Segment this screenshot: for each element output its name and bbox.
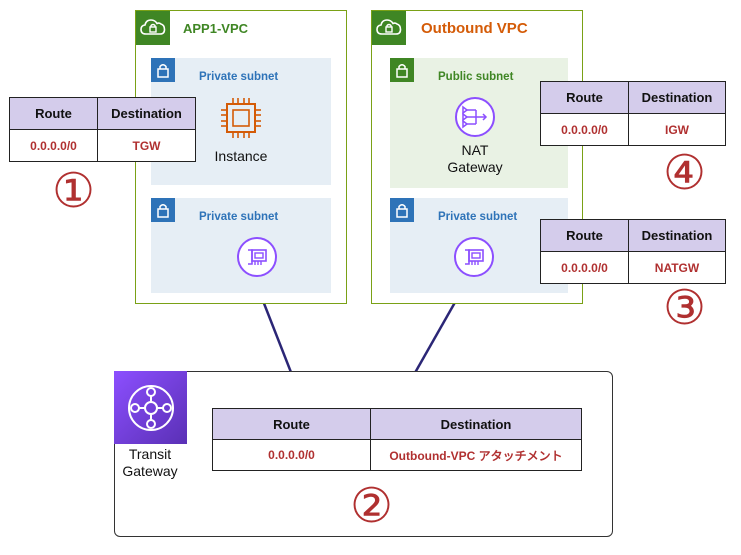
subnet-title: Public subnet xyxy=(438,71,514,83)
lock-icon xyxy=(390,58,414,82)
nat-label-line2: Gateway xyxy=(447,159,503,175)
header-destination: Destination xyxy=(97,97,196,130)
lock-icon xyxy=(151,198,175,222)
lock-icon xyxy=(151,58,175,82)
tgw-label-line2: Gateway xyxy=(122,463,178,479)
nat-gateway-label: NAT Gateway xyxy=(425,142,525,176)
subnet-title: Private subnet xyxy=(199,211,279,223)
header-destination: Destination xyxy=(628,219,726,252)
header-route: Route xyxy=(212,408,371,440)
network-interface-icon xyxy=(454,237,494,277)
header-route: Route xyxy=(540,81,629,114)
nat-gateway-icon xyxy=(455,97,495,137)
step-number-4: ④ xyxy=(663,147,707,200)
subnet-title: Private subnet xyxy=(438,211,518,223)
transit-gateway-icon xyxy=(114,371,187,444)
route-value: 0.0.0.0/0 xyxy=(540,251,629,284)
private-subnet-eni: Private subnet xyxy=(390,198,568,293)
destination-value: Outbound-VPC アタッチメント xyxy=(370,439,582,471)
header-route: Route xyxy=(540,219,629,252)
network-interface-icon xyxy=(237,237,277,277)
step-number-1: ① xyxy=(52,165,96,218)
tgw-label-line1: Transit xyxy=(128,446,172,462)
cloud-lock-icon xyxy=(136,11,170,45)
subnet-title: Private subnet xyxy=(199,71,279,83)
destination-value: IGW xyxy=(628,113,726,146)
transit-gateway-label: Transit Gateway xyxy=(110,446,190,480)
route-value: 0.0.0.0/0 xyxy=(540,113,629,146)
destination-value: TGW xyxy=(97,129,196,162)
route-value: 0.0.0.0/0 xyxy=(212,439,371,471)
public-subnet-nat: Public subnet NAT Gateway xyxy=(390,58,568,188)
step-number-3: ③ xyxy=(663,282,707,335)
header-route: Route xyxy=(9,97,98,130)
nat-label-line1: NAT xyxy=(461,142,489,158)
vpc-title: APP1-VPC xyxy=(183,21,249,36)
outbound-vpc: Outbound VPC Public subnet NAT Gateway xyxy=(371,10,583,304)
vpc-title: Outbound VPC xyxy=(421,20,528,37)
ec2-instance-icon xyxy=(221,98,261,138)
private-subnet-eni: Private subnet xyxy=(151,198,331,293)
step-number-2: ② xyxy=(350,480,394,533)
header-destination: Destination xyxy=(628,81,726,114)
header-destination: Destination xyxy=(370,408,582,440)
destination-value: NATGW xyxy=(628,251,726,284)
route-value: 0.0.0.0/0 xyxy=(9,129,98,162)
lock-icon xyxy=(390,198,414,222)
instance-label: Instance xyxy=(214,148,268,164)
cloud-lock-icon xyxy=(372,11,406,45)
